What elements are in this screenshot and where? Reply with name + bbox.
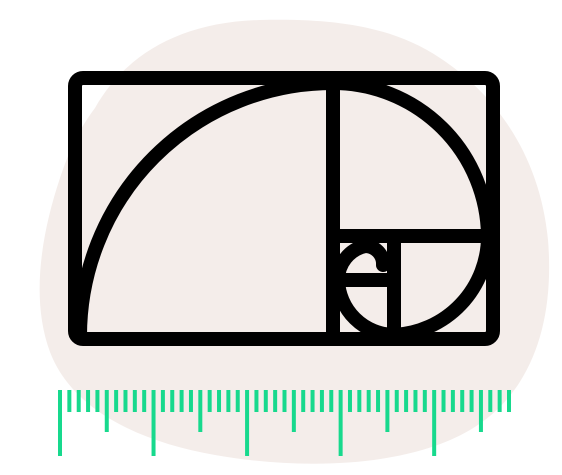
illustration-canvas xyxy=(0,0,562,475)
golden-ratio-illustration xyxy=(0,0,562,475)
